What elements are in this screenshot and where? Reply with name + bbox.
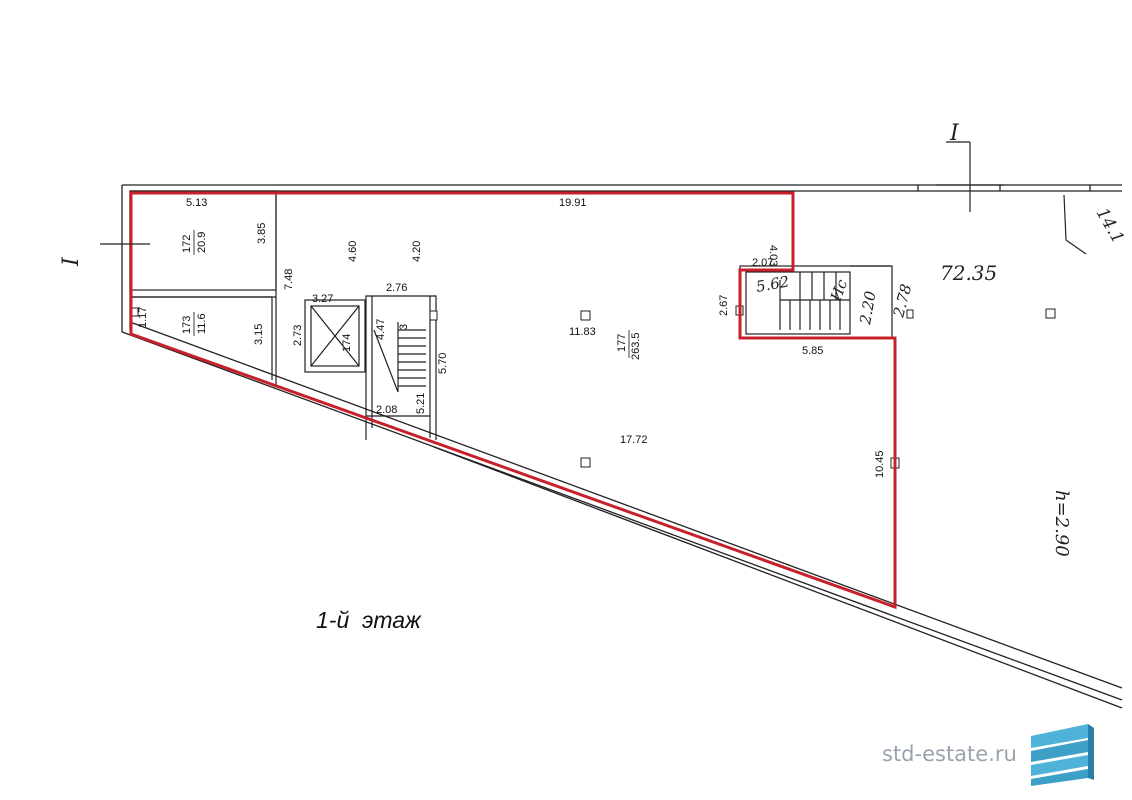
room-172-number: 172 bbox=[181, 235, 193, 253]
dim-3-15: 3.15 bbox=[253, 324, 265, 345]
dim-2-73: 2.73 bbox=[292, 325, 304, 346]
column bbox=[1045, 308, 1056, 319]
section-mark-left: I bbox=[59, 256, 84, 267]
dim-11-83: 11.83 bbox=[569, 326, 596, 338]
room-173-area: 11.6 bbox=[196, 313, 208, 334]
dim-4-03: 4.03 bbox=[767, 245, 779, 266]
dim-2-08: 2.08 bbox=[376, 404, 397, 416]
dim-4-60: 4.60 bbox=[347, 241, 359, 262]
room-174-number: 174 bbox=[341, 334, 353, 352]
hand-5-62: 5.62 bbox=[755, 272, 791, 296]
floor-label: 1-й этаж bbox=[316, 607, 422, 633]
room-173-number: 173 bbox=[181, 316, 193, 334]
room-177-number: 177 bbox=[616, 334, 628, 352]
watermark-logo-icon bbox=[1031, 724, 1094, 786]
dim-5-13: 5.13 bbox=[186, 197, 207, 209]
dim-5-70: 5.70 bbox=[437, 353, 449, 374]
column bbox=[429, 310, 438, 321]
dimension-labels: 5.13 3.85 7.48 1.17 3.15 3.27 2.76 2.73 … bbox=[137, 197, 886, 478]
handwritten-notes: 5.62 Ис 2.20 2.78 72.35 14.1 h=2.90 bbox=[755, 205, 1128, 557]
watermark-text: std-estate.ru bbox=[882, 742, 1017, 766]
room-172-area: 20.9 bbox=[196, 232, 208, 253]
column bbox=[580, 457, 591, 468]
column bbox=[580, 310, 591, 321]
room-labels: 172 20.9 173 11.6 174 177 263.5 3 bbox=[181, 230, 642, 360]
dim-3-85: 3.85 bbox=[256, 223, 268, 244]
stair-3-number: 3 bbox=[398, 324, 410, 330]
hand-14-1: 14.1 bbox=[1092, 205, 1128, 248]
dim-2-07: 2.07 bbox=[752, 257, 773, 269]
dim-4-20: 4.20 bbox=[411, 241, 423, 262]
dim-5-85: 5.85 bbox=[802, 345, 823, 357]
interior-walls bbox=[129, 190, 893, 440]
dim-1-17: 1.17 bbox=[137, 307, 149, 328]
room-177-area: 263.5 bbox=[630, 332, 642, 360]
dim-19-91: 19.91 bbox=[559, 197, 587, 209]
dim-4-47: 4.47 bbox=[375, 319, 387, 340]
hand-h-2-90: h=2.90 bbox=[1051, 490, 1072, 557]
dim-2-67: 2.67 bbox=[718, 295, 730, 316]
column bbox=[906, 309, 914, 319]
dim-7-48: 7.48 bbox=[283, 269, 295, 290]
dim-17-72: 17.72 bbox=[620, 434, 648, 446]
dim-10-45: 10.45 bbox=[874, 450, 886, 478]
hand-72-35: 72.35 bbox=[940, 261, 997, 285]
premises-outline bbox=[129, 191, 897, 610]
dim-5-21: 5.21 bbox=[415, 393, 427, 414]
dim-3-27: 3.27 bbox=[312, 293, 333, 305]
dim-2-76: 2.76 bbox=[386, 282, 407, 294]
section-mark-top: I bbox=[949, 121, 960, 146]
hand-2-20: 2.20 bbox=[856, 289, 880, 326]
section-marks bbox=[100, 141, 1087, 255]
